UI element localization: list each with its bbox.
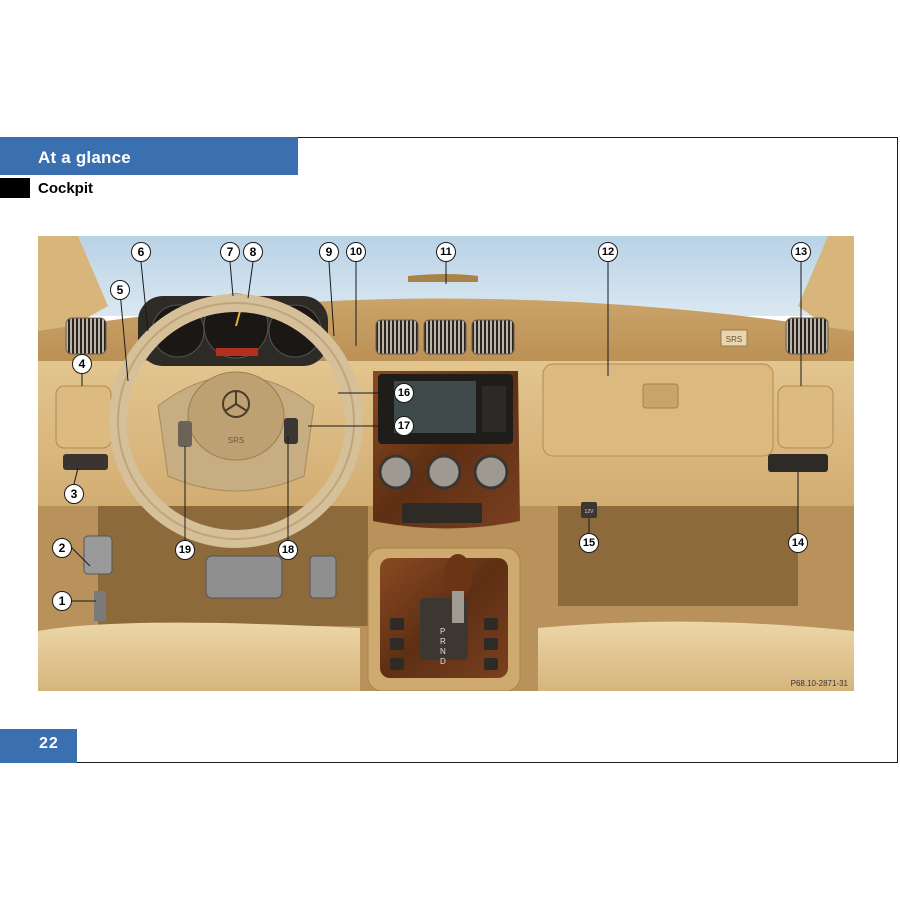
socket-label: 12V (585, 509, 595, 515)
cockpit-drawing: SRS 12V (38, 236, 854, 691)
callout-9: 9 (319, 242, 339, 262)
callout-17: 17 (394, 416, 414, 436)
section-title: At a glance (38, 148, 131, 167)
callout-8: 8 (243, 242, 263, 262)
callout-10: 10 (346, 242, 366, 262)
cockpit-illustration: SRS 12V (38, 236, 854, 691)
callout-18: 18 (278, 540, 298, 560)
srs-badge-right: SRS (726, 335, 742, 344)
callout-14: 14 (788, 533, 808, 553)
callout-1: 1 (52, 591, 72, 611)
callout-16: 16 (394, 383, 414, 403)
gear-letter-r: R (440, 637, 446, 646)
callout-4: 4 (72, 354, 92, 374)
subsection-marker (0, 178, 30, 198)
figure-code: P68.10-2871-31 (790, 679, 848, 688)
callout-11: 11 (436, 242, 456, 262)
page-number: 22 (39, 735, 59, 752)
callout-3: 3 (64, 484, 84, 504)
page-number-box (0, 729, 77, 763)
gear-letter-d: D (440, 657, 446, 666)
callout-5: 5 (110, 280, 130, 300)
subsection-title: Cockpit (38, 180, 94, 197)
callout-15: 15 (579, 533, 599, 553)
gear-letter-n: N (440, 647, 446, 656)
callout-19: 19 (175, 540, 195, 560)
srs-badge-wheel: SRS (228, 436, 244, 445)
gear-letter-p: P (440, 627, 445, 636)
callout-leader-lines (61, 261, 802, 602)
callout-2: 2 (52, 538, 72, 558)
section-tab (0, 137, 298, 175)
callout-6: 6 (131, 242, 151, 262)
callout-7: 7 (220, 242, 240, 262)
callout-13: 13 (791, 242, 811, 262)
callout-12: 12 (598, 242, 618, 262)
